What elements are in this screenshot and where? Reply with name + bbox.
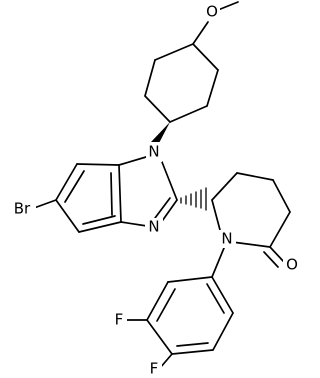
methoxy-group: [192, 1, 239, 45]
atom-label-fluorine-meta: F: [115, 311, 124, 329]
atom-label-bromine: Br: [14, 200, 31, 218]
atom-label-nitrogen-n3: N: [148, 218, 159, 236]
c-br-bond: [33, 199, 57, 209]
stereo-hash-bond: [180, 187, 207, 211]
o-cyclohexyl-bond: [192, 21, 209, 45]
piperidinone-ring: [211, 172, 291, 268]
atom-label-nitrogen-lactam: N: [221, 230, 232, 248]
cyclohexane-ring: [144, 43, 219, 123]
atom-label-nitrogen-n1: N: [148, 143, 159, 161]
atom-label-fluorine-para: F: [150, 360, 159, 378]
atom-label-oxygen-carbonyl: O: [286, 256, 298, 274]
n-aryl-bond: [211, 247, 225, 278]
stereo-wedge-bond: [151, 122, 170, 145]
benzimidazole-core: [55, 156, 178, 233]
methyl-o-bond: [217, 1, 239, 11]
atom-label-oxygen-methoxy: O: [206, 3, 218, 21]
chemical-structure-diagram: O N N Br N O F F: [13, 1, 298, 378]
difluorophenyl-ring: [146, 276, 234, 355]
